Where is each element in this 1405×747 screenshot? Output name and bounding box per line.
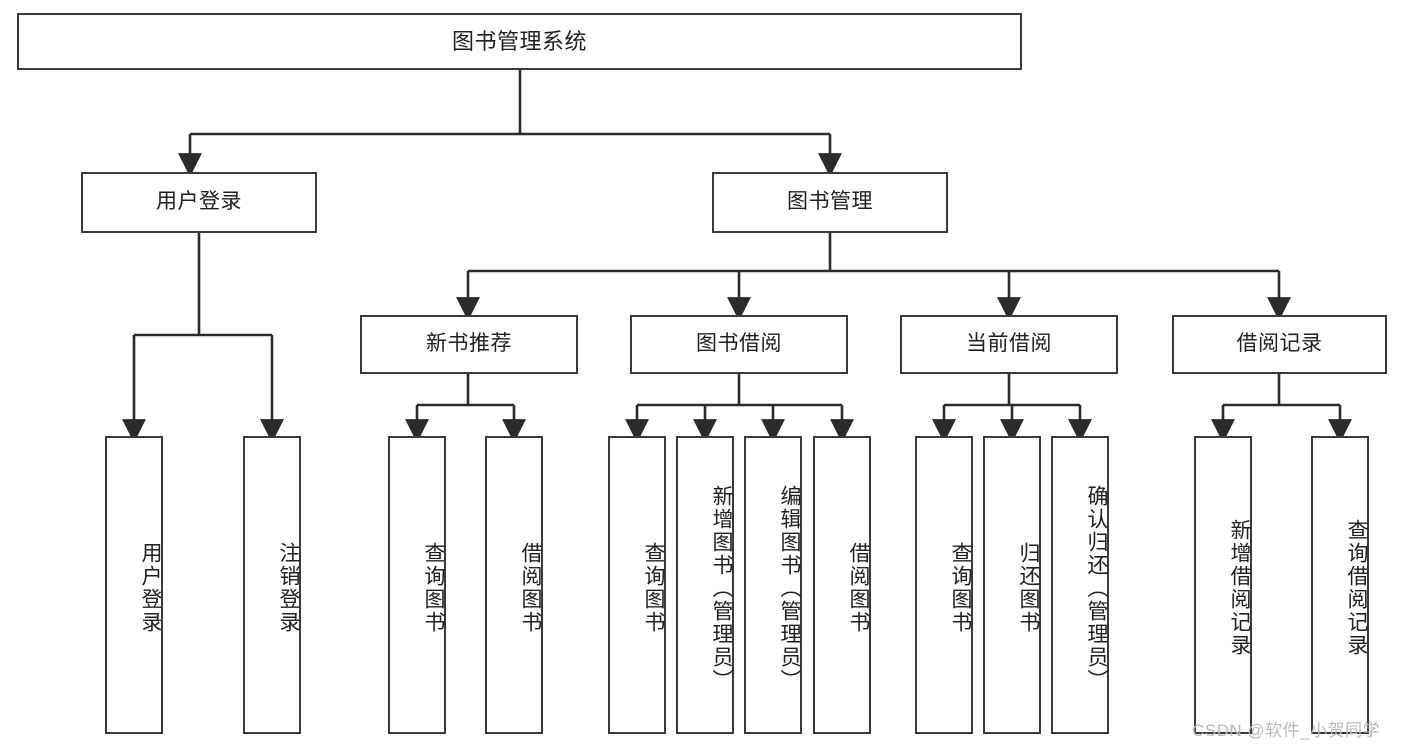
leaf-label: 新增借阅记录 <box>1228 519 1251 657</box>
leaf-label: 查询借阅记录 <box>1345 519 1368 657</box>
leaf-book-borrow-query[interactable]: 查询图书 <box>608 436 666 734</box>
leaf-label: 新增图书（管理员） <box>710 484 733 692</box>
leaf-label: 编辑图书（管理员） <box>778 484 801 692</box>
leaf-book-borrow-add[interactable]: 新增图书（管理员） <box>676 436 734 734</box>
node-book-borrow[interactable]: 图书借阅 <box>630 315 848 374</box>
leaf-label: 借阅图书 <box>847 542 870 634</box>
leaf-current-borrow-confirm[interactable]: 确认归还（管理员） <box>1051 436 1109 734</box>
node-current-borrow[interactable]: 当前借阅 <box>900 315 1118 374</box>
node-user-login[interactable]: 用户登录 <box>81 172 317 233</box>
leaf-label: 用户登录 <box>139 542 162 634</box>
node-root-system[interactable]: 图书管理系统 <box>17 13 1022 70</box>
leaf-label: 查询图书 <box>422 542 445 634</box>
leaf-borrow-record-query[interactable]: 查询借阅记录 <box>1311 436 1369 734</box>
leaf-new-book-query[interactable]: 查询图书 <box>388 436 446 734</box>
leaf-label: 借阅图书 <box>519 542 542 634</box>
leaf-new-book-borrow[interactable]: 借阅图书 <box>485 436 543 734</box>
leaf-book-borrow-edit[interactable]: 编辑图书（管理员） <box>744 436 802 734</box>
leaf-label: 查询图书 <box>949 542 972 634</box>
leaf-user-login-logout[interactable]: 注销登录 <box>243 436 301 734</box>
leaf-current-borrow-return[interactable]: 归还图书 <box>983 436 1041 734</box>
leaf-label: 注销登录 <box>277 542 300 634</box>
leaf-user-login-login[interactable]: 用户登录 <box>105 436 163 734</box>
leaf-label: 确认归还（管理员） <box>1085 484 1108 692</box>
node-borrow-record[interactable]: 借阅记录 <box>1172 315 1387 374</box>
leaf-label: 归还图书 <box>1017 542 1040 634</box>
leaf-label: 查询图书 <box>642 542 665 634</box>
node-new-book-recommend[interactable]: 新书推荐 <box>360 315 578 374</box>
leaf-book-borrow-borrow[interactable]: 借阅图书 <box>813 436 871 734</box>
leaf-current-borrow-query[interactable]: 查询图书 <box>915 436 973 734</box>
leaf-borrow-record-add[interactable]: 新增借阅记录 <box>1194 436 1252 734</box>
watermark-text: CSDN @软件_小贺同学 <box>1192 721 1381 740</box>
node-book-management[interactable]: 图书管理 <box>712 172 948 233</box>
